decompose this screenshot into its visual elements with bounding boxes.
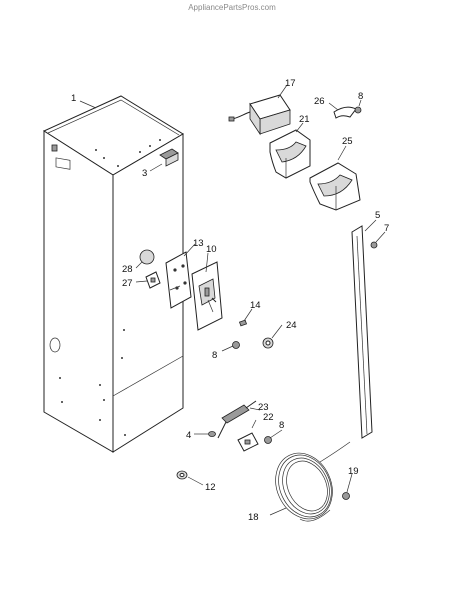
- nut-part-24: [262, 337, 274, 349]
- callout-17: 17: [285, 78, 296, 89]
- clamp-part-22: [237, 432, 259, 452]
- leader-lines: [79, 84, 386, 516]
- callout-7: 7: [384, 223, 389, 234]
- callout-27: 27: [122, 278, 133, 289]
- cabinet-liner: [42, 95, 184, 453]
- callout-5: 5: [375, 210, 380, 221]
- screw-part-8-middle: [232, 341, 240, 349]
- callout-14: 14: [250, 300, 261, 311]
- callout-12: 12: [205, 482, 216, 493]
- callout-24: 24: [286, 320, 297, 331]
- clip-part-26: [333, 106, 357, 119]
- duct-part-21: [269, 129, 311, 179]
- bracket-part-13: [165, 251, 192, 309]
- fastener-part-4: [208, 431, 216, 437]
- callout-8-middle: 8: [212, 350, 217, 361]
- callout-21: 21: [299, 114, 310, 125]
- pin-part-14: [238, 319, 248, 327]
- strip-part-5: [351, 225, 373, 439]
- callout-26: 26: [314, 96, 325, 107]
- screw-part-19: [342, 492, 350, 500]
- plug-part-28: [139, 249, 155, 265]
- screw-part-8-top: [354, 106, 362, 114]
- callout-19: 19: [348, 466, 359, 477]
- callout-3: 3: [142, 168, 147, 179]
- screw-part-8-lower: [264, 436, 272, 444]
- callout-1: 1: [71, 93, 76, 104]
- screw-part-7: [370, 241, 378, 249]
- callout-10: 10: [206, 244, 217, 255]
- callout-4: 4: [186, 430, 191, 441]
- switch-part-3: [159, 148, 179, 167]
- callout-8-top: 8: [358, 91, 363, 102]
- module-part-17: [228, 94, 291, 136]
- wire-coil-part-18: [275, 441, 351, 522]
- callout-28: 28: [122, 264, 133, 275]
- callout-23: 23: [258, 402, 269, 413]
- callout-22: 22: [263, 412, 274, 423]
- callout-18: 18: [248, 512, 259, 523]
- callout-8-lower: 8: [279, 420, 284, 431]
- sensor-part-23: [217, 400, 257, 439]
- site-credit: AppliancePartsPros.com: [188, 3, 276, 12]
- duct-part-25: [309, 162, 361, 211]
- pad-part-27: [145, 271, 161, 289]
- hinge-plate-part-10: [191, 261, 223, 331]
- callout-labels: 1 3 4 5 7 8 8 8 10 12 13 14 17 18 19 21 …: [71, 78, 389, 523]
- callout-25: 25: [342, 136, 353, 147]
- callout-13: 13: [193, 238, 204, 249]
- washer-part-12: [176, 470, 188, 480]
